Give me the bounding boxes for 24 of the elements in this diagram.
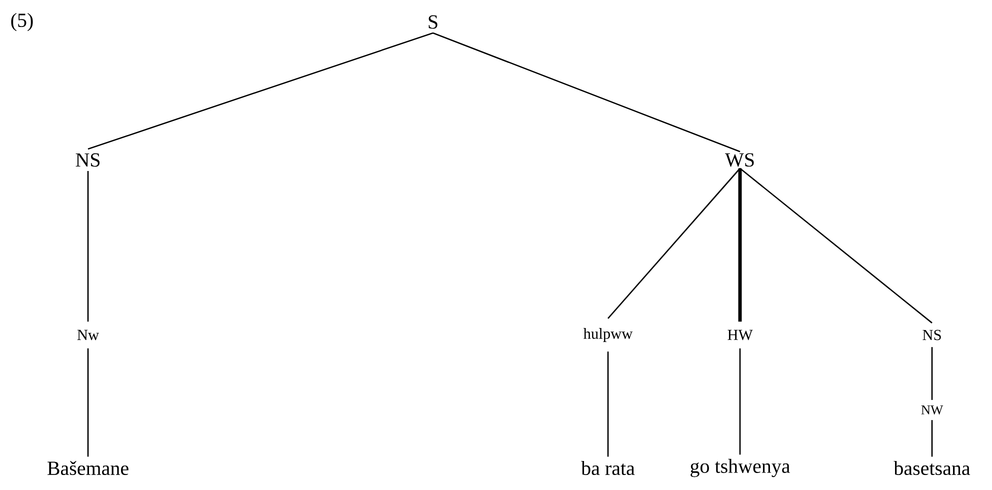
tree-label: S — [428, 15, 438, 29]
tree-label: HW — [728, 330, 753, 340]
tree-branch — [931, 347, 933, 400]
tree-branch — [607, 352, 609, 457]
tree-branch — [88, 32, 434, 150]
tree-branch — [432, 32, 740, 152]
example-number: (5) — [11, 12, 33, 32]
tree-label: basetsana — [894, 460, 970, 476]
tree-branch — [608, 168, 741, 319]
tree-branch — [738, 168, 742, 322]
tree-label: NS — [76, 153, 100, 167]
tree-label: ba rata — [581, 460, 635, 476]
tree-branch — [931, 420, 933, 457]
tree-branch — [739, 348, 741, 455]
tree-label: Nw — [77, 330, 99, 340]
tree-label: NW — [921, 406, 944, 414]
tree-branch — [87, 171, 89, 322]
tree-label: hulpww — [583, 328, 633, 342]
tree-label: NS — [922, 330, 941, 340]
tree-branch — [740, 168, 932, 324]
tree-label: go tshwenya — [690, 458, 790, 478]
tree-label: Bašemane — [48, 460, 128, 476]
tree-branch — [87, 348, 89, 457]
tree-label: WS — [725, 153, 754, 167]
